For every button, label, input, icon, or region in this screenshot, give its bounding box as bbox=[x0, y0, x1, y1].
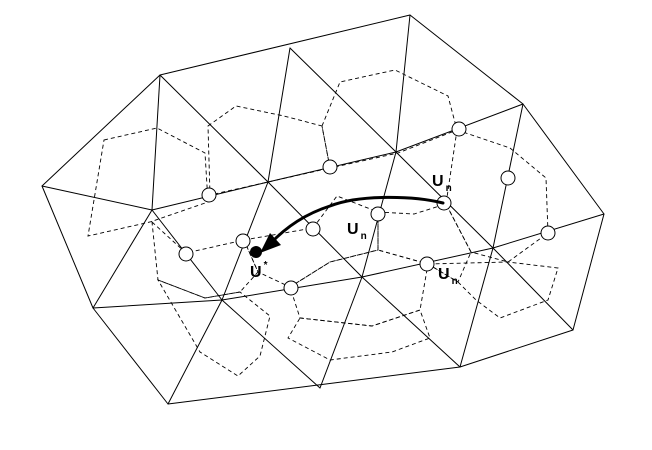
dual-cell bbox=[243, 195, 379, 288]
dual-cell bbox=[426, 261, 559, 319]
u-star-label: U* bbox=[250, 260, 268, 281]
face-node bbox=[540, 225, 556, 241]
trajectory-arrow bbox=[268, 195, 445, 246]
dual-cell bbox=[289, 249, 429, 327]
dual-cell bbox=[87, 127, 209, 237]
arrowhead-icon bbox=[260, 233, 281, 253]
face-node bbox=[201, 187, 217, 203]
dual-cell bbox=[151, 220, 259, 299]
u-n-top-subscript: n bbox=[446, 183, 452, 194]
face-node bbox=[178, 246, 194, 262]
face-node bbox=[305, 221, 321, 237]
dual-cell bbox=[207, 105, 331, 196]
dual-cell bbox=[321, 69, 458, 169]
face-node bbox=[235, 233, 251, 249]
u-star-superscript: * bbox=[264, 260, 268, 271]
u-star-point bbox=[250, 246, 262, 258]
dual-cell bbox=[445, 129, 549, 263]
dual-cell bbox=[156, 279, 271, 377]
face-node bbox=[283, 280, 299, 296]
face-nodes bbox=[178, 121, 556, 296]
u-n-mid-subscript: n bbox=[361, 231, 367, 242]
face-node bbox=[370, 206, 386, 222]
face-node bbox=[500, 170, 516, 186]
mesh-boundary bbox=[41, 14, 605, 405]
face-node bbox=[419, 256, 435, 272]
dual-cell bbox=[287, 309, 431, 361]
u-n-bottom-subscript: n bbox=[452, 276, 458, 287]
face-node bbox=[451, 121, 467, 137]
face-node bbox=[322, 159, 338, 175]
dual-cells bbox=[87, 69, 559, 377]
